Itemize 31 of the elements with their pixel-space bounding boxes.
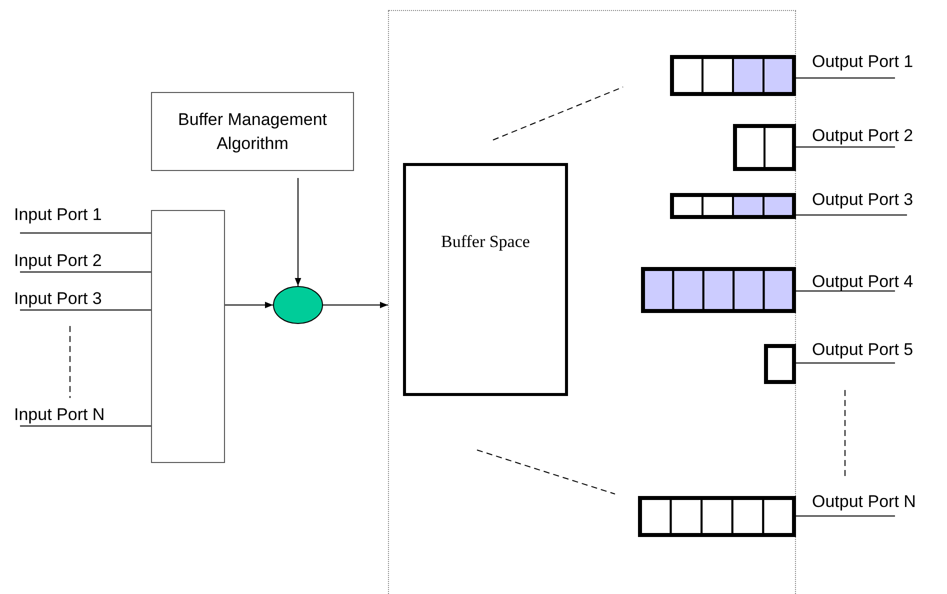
output-queue bbox=[764, 344, 796, 384]
output-queue bbox=[638, 496, 796, 537]
arrow bbox=[322, 302, 388, 308]
process-box bbox=[151, 92, 354, 171]
connector-line bbox=[796, 362, 896, 364]
buffer-box bbox=[403, 163, 568, 396]
connector-line bbox=[796, 290, 896, 292]
port-label: Output Port 2 bbox=[812, 126, 946, 147]
buffer-label: Buffer Space bbox=[441, 231, 530, 253]
port-label: Input Port 1 bbox=[14, 205, 144, 233]
switch-boundary bbox=[388, 10, 796, 594]
arrow bbox=[224, 302, 274, 308]
port-label: Output Port 5 bbox=[812, 340, 946, 363]
port-label: Output Port 4 bbox=[812, 272, 946, 291]
output-queue bbox=[641, 267, 796, 313]
merge-ellipse bbox=[273, 286, 323, 324]
box-label: Buffer Management Algorithm bbox=[177, 108, 328, 154]
output-queue bbox=[670, 193, 796, 219]
connector-line bbox=[796, 146, 896, 148]
port-label: Output Port 3 bbox=[812, 190, 946, 215]
process-box bbox=[151, 210, 225, 463]
port-label: Output Port N bbox=[812, 492, 946, 516]
port-label: Input Port 3 bbox=[14, 289, 144, 310]
arrow bbox=[294, 178, 302, 286]
connector-line bbox=[796, 214, 908, 216]
output-queue bbox=[733, 124, 796, 171]
output-queue bbox=[670, 55, 796, 96]
port-label: Input Port 2 bbox=[14, 251, 144, 272]
connector-line bbox=[20, 232, 152, 234]
port-label: Output Port 1 bbox=[812, 52, 946, 78]
port-label: Input Port N bbox=[14, 405, 144, 426]
